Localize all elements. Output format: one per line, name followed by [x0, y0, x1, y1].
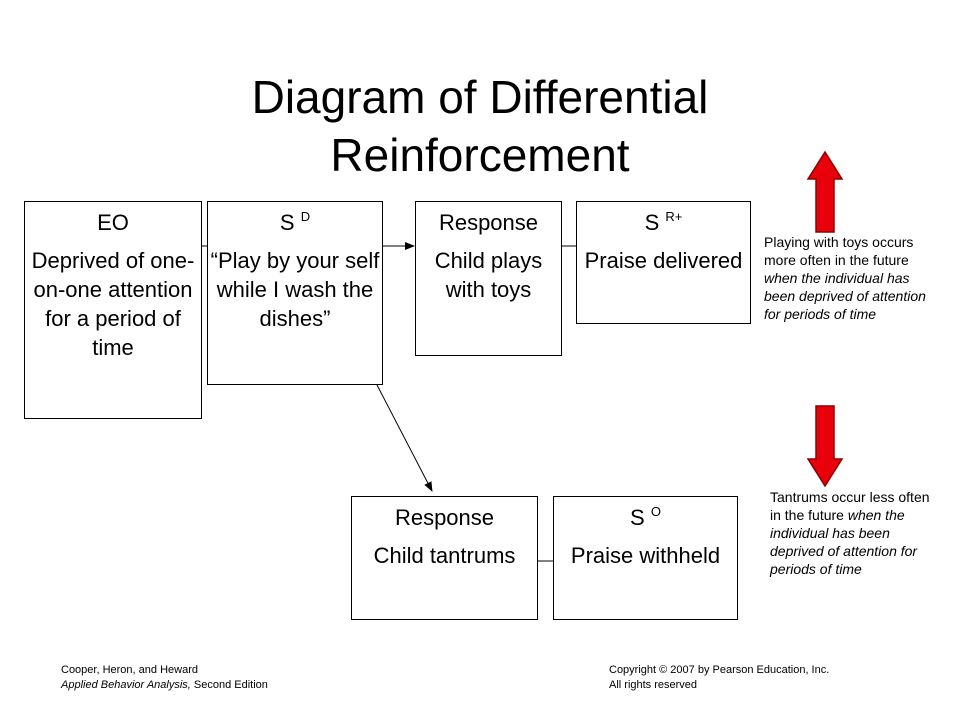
decrease-note-plain: Tantrums occur less often in the future: [770, 489, 930, 523]
footer-copyright-line: Copyright © 2007 by Pearson Education, I…: [609, 664, 830, 676]
sd-heading: S D: [208, 208, 382, 237]
response-play-box: Response Child plays with toys: [415, 201, 562, 356]
eo-heading: EO: [97, 210, 129, 235]
red-down-arrow-icon: [806, 405, 844, 488]
sd-heading-base: S: [279, 210, 295, 235]
footer-copyright: Copyright © 2007 by Pearson Education, I…: [609, 663, 829, 693]
red-up-arrow-icon: [806, 150, 844, 233]
decrease-note-italic: when the individual has been deprived of…: [770, 507, 918, 577]
page-title: Diagram of Differential Reinforcement: [251, 71, 709, 181]
so-box: S O Praise withheld: [553, 496, 738, 620]
sd-body: “Play by your self while I wash the dish…: [210, 248, 380, 331]
sd-box: S D “Play by your self while I wash the …: [207, 201, 383, 385]
so-heading-sup: O: [650, 504, 661, 519]
response-play-heading: Response: [438, 210, 539, 235]
response-tantrum-body: Child tantrums: [373, 543, 516, 568]
sr-heading-sup: R+: [665, 209, 683, 224]
so-heading-base: S: [630, 505, 645, 530]
so-heading: S O: [554, 503, 737, 532]
sr-heading-base: S: [644, 210, 660, 235]
sd-heading-sup: D: [300, 209, 311, 224]
decrease-note: Tantrums occur less often in the future …: [770, 488, 942, 578]
sr-body: Praise delivered: [584, 248, 743, 273]
so-body: Praise withheld: [570, 543, 721, 568]
response-tantrum-box: Response Child tantrums: [351, 496, 538, 620]
increase-note-italic: when the individual has been deprived of…: [764, 270, 926, 322]
sr-heading: S R+: [577, 208, 750, 237]
footer-rights-line: All rights reserved: [609, 679, 698, 691]
sr-box: S R+ Praise delivered: [576, 201, 751, 324]
footer-authors: Cooper, Heron, and Heward: [61, 664, 198, 676]
eo-body: Deprived of one-on-one attention for a p…: [31, 248, 195, 360]
increase-note: Playing with toys occurs more often in t…: [764, 233, 934, 323]
increase-note-plain: Playing with toys occurs more often in t…: [764, 234, 914, 268]
footer-edition: Second Edition: [190, 679, 268, 691]
response-play-body: Child plays with toys: [434, 248, 543, 302]
eo-box: EO Deprived of one-on-one attention for …: [24, 201, 202, 419]
footer-book: Applied Behavior Analysis, Second Editio…: [61, 678, 268, 693]
footer-book-title: Applied Behavior Analysis,: [61, 679, 191, 691]
response-tantrum-heading: Response: [394, 505, 495, 530]
footer-citation: Cooper, Heron, and Heward Applied Behavi…: [61, 663, 268, 693]
arrow-sd-to-response-tantrum: [376, 384, 433, 492]
